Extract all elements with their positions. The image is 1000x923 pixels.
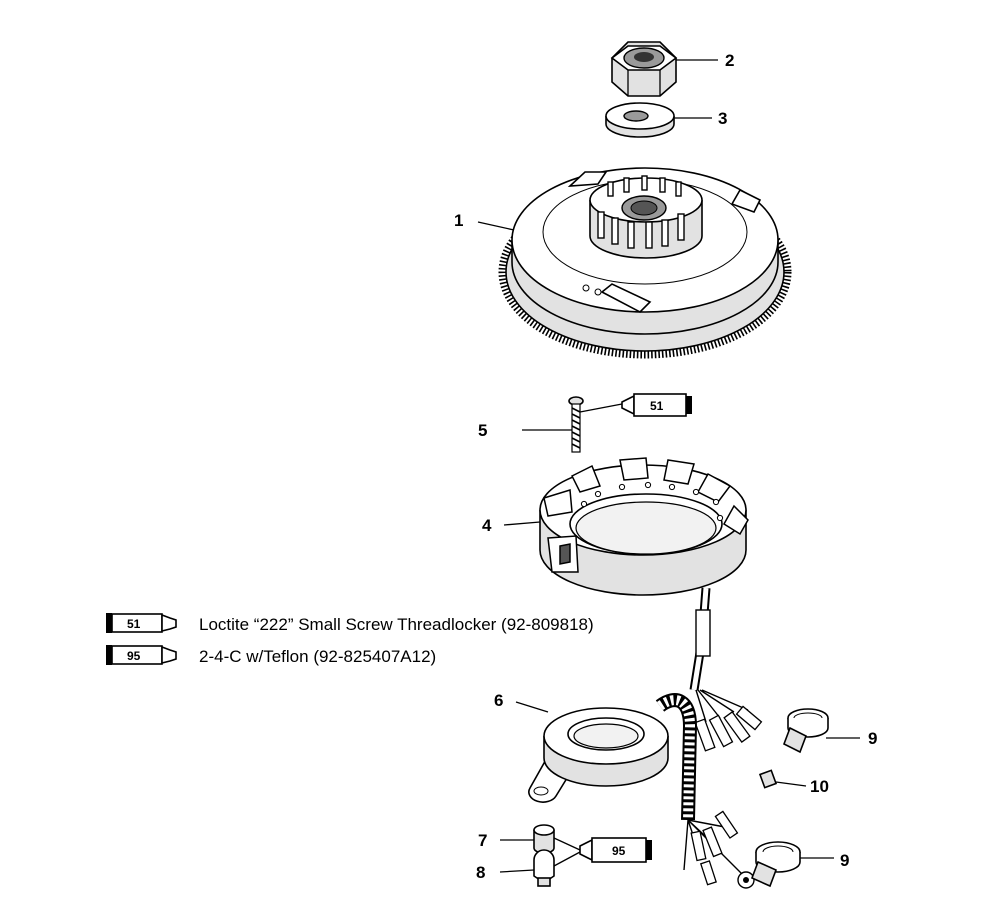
clamp-lower [750,841,801,888]
spacer [533,849,555,887]
washer [605,102,675,138]
legend-95-text: 2-4-C w/Teflon (92-825407A12) [199,647,436,666]
tube-51-icon: 51 [621,393,692,417]
callout-3: 3 [718,109,727,128]
tube-51-code: 51 [650,399,664,413]
callout-6: 6 [494,691,503,710]
tube-95-icon: 95 [579,837,652,863]
stator [539,457,763,752]
bushing [533,824,555,854]
trigger [528,693,755,889]
legend-row-95: 95 2-4-C w/Teflon (92-825407A12) [106,645,436,666]
leader-6 [515,701,549,713]
clamp-upper [782,708,829,754]
legend-51-code: 51 [127,617,141,631]
callout-5: 5 [478,421,487,440]
leader-8 [499,869,535,873]
callout-7: 7 [478,831,487,850]
legend-row-51: 51 Loctite “222” Small Screw Threadlocke… [106,613,594,634]
leader-tube-95-a [553,837,581,851]
terminal-sleeve [758,769,778,789]
legend-95-code: 95 [127,649,141,663]
legend-51-text: Loctite “222” Small Screw Threadlocker (… [199,615,594,634]
leader-tube-95-b [553,851,581,867]
callout-9a: 9 [868,729,877,748]
flywheel [498,167,792,359]
callout-10: 10 [810,777,829,796]
callout-9b: 9 [840,851,849,870]
callout-4: 4 [482,516,492,535]
tube-95-code: 95 [612,844,626,858]
tube-95-legend-icon: 95 [106,645,177,665]
callout-1: 1 [454,211,463,230]
leader-1 [477,221,515,231]
leader-4 [503,521,541,526]
tube-51-legend-icon: 51 [106,613,177,633]
callout-8: 8 [476,863,485,882]
stator-screw [568,396,584,453]
locknut [610,41,678,97]
callout-2: 2 [725,51,734,70]
leader-tube-51 [579,403,623,413]
leader-10 [775,781,807,787]
